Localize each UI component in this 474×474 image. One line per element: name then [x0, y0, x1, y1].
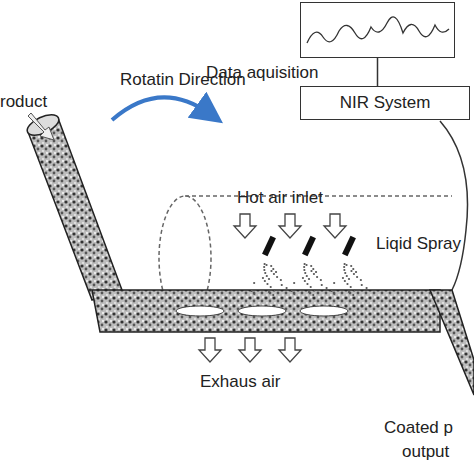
hot-air-label: Hot air inlet — [237, 188, 323, 208]
exhaust-label: Exhaus air — [200, 372, 280, 392]
product-label: roduct — [0, 92, 47, 112]
signal-trace — [301, 3, 453, 56]
rotation-arrow — [112, 97, 210, 120]
node-text: NIR System — [313, 93, 457, 113]
connector-line — [377, 58, 379, 86]
process-box: NIR System — [300, 86, 470, 120]
spray-nozzles — [251, 236, 368, 296]
exhaust-arrows — [199, 338, 301, 362]
product-arrow — [28, 113, 54, 140]
product-bed — [24, 111, 474, 395]
output-label: Coated p — [384, 418, 453, 438]
probe-line — [440, 121, 468, 290]
hot-air-arrows — [234, 214, 346, 238]
spray-label: Liqid Spray — [376, 234, 461, 254]
monitor-screen: Data aquisition — [300, 2, 455, 58]
output-label: output — [402, 442, 449, 462]
node-heading: Data aquisition — [206, 63, 318, 83]
